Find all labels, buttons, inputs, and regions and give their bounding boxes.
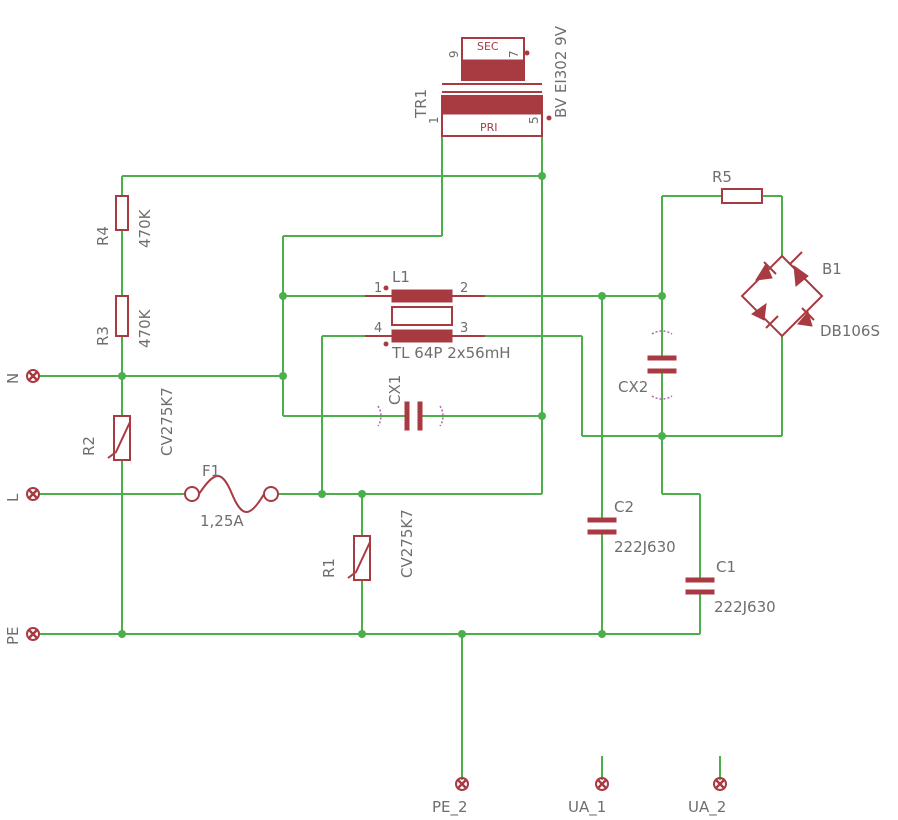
junctions <box>118 172 666 638</box>
bridge-rectifier-b1[interactable] <box>740 251 824 338</box>
label-r2: R2 <box>80 436 98 456</box>
label-tr-pri: PRI <box>480 121 498 134</box>
label-c1-value: 222J630 <box>714 598 776 616</box>
capacitor-c1[interactable] <box>685 577 715 595</box>
label-tr-pin7: 7 <box>507 50 521 58</box>
varistor-r1[interactable] <box>347 535 371 581</box>
label-r1: R1 <box>320 558 338 578</box>
label-l1-pin4: 4 <box>374 321 382 336</box>
label-c1: C1 <box>716 558 736 576</box>
junction-dot <box>358 630 366 638</box>
label-l1-pin1: 1 <box>374 281 382 296</box>
label-tr-pin9: 9 <box>447 50 461 58</box>
label-c2: C2 <box>614 498 634 516</box>
junction-dot <box>538 412 546 420</box>
label-tr-pin1: 1 <box>427 116 441 124</box>
resistor-r3[interactable] <box>115 295 129 337</box>
label-tr-sec: SEC <box>477 40 499 53</box>
junction-dot <box>598 292 606 300</box>
label-r4: R4 <box>94 226 112 246</box>
junction-dot <box>538 172 546 180</box>
connector-pe2[interactable] <box>455 777 469 791</box>
label-l1: L1 <box>392 268 410 286</box>
label-f1: F1 <box>202 462 220 480</box>
resistor-r5[interactable] <box>721 188 763 204</box>
junction-dot <box>458 630 466 638</box>
label-r3: R3 <box>94 326 112 346</box>
wires <box>38 126 783 780</box>
capacitor-c2[interactable] <box>587 517 617 535</box>
connector-ua2[interactable] <box>713 777 727 791</box>
label-b1: B1 <box>822 260 842 278</box>
label-tr1: TR1 <box>412 89 430 119</box>
label-r3-value: 470K <box>136 308 154 348</box>
connector-l[interactable] <box>26 487 40 501</box>
label-f1-value: 1,25A <box>200 512 244 530</box>
junction-dot <box>118 630 126 638</box>
label-ua2: UA_2 <box>688 798 726 817</box>
junction-dot <box>279 292 287 300</box>
choke-l1[interactable] <box>365 285 485 347</box>
label-ua1: UA_1 <box>568 798 606 817</box>
varistor-r2[interactable] <box>107 415 131 461</box>
capacitor-cx2[interactable] <box>647 330 677 400</box>
label-cx1: CX1 <box>386 375 404 405</box>
label-cx2: CX2 <box>618 378 648 396</box>
junction-dot <box>598 630 606 638</box>
label-tr-pin5: 5 <box>527 116 541 124</box>
label-r2-value: CV275K7 <box>158 387 176 456</box>
connector-ua1[interactable] <box>595 777 609 791</box>
junction-dot <box>279 372 287 380</box>
label-pe2: PE_2 <box>432 798 468 817</box>
label-l: L <box>4 493 22 502</box>
junction-dot <box>118 372 126 380</box>
label-pe: PE <box>4 626 22 645</box>
junction-dot <box>658 432 666 440</box>
junction-dot <box>318 490 326 498</box>
junction-dot <box>658 292 666 300</box>
label-l1-pin2: 2 <box>460 281 468 296</box>
label-tr1-value: BV EI302 9V <box>552 25 570 118</box>
label-b1-value: DB106S <box>820 322 880 340</box>
capacitor-cx1[interactable] <box>377 401 444 431</box>
label-c2-value: 222J630 <box>614 538 676 556</box>
resistor-r4[interactable] <box>115 195 129 231</box>
label-l1-value: TL 64P 2x56mH <box>391 344 511 362</box>
label-r1-value: CV275K7 <box>398 509 416 578</box>
label-n: N <box>4 373 22 384</box>
junction-dot <box>358 490 366 498</box>
fuse-f1[interactable] <box>184 475 279 513</box>
connector-pe[interactable] <box>26 627 40 641</box>
label-l1-pin3: 3 <box>460 321 468 336</box>
label-r5: R5 <box>712 168 732 186</box>
label-r4-value: 470K <box>136 208 154 248</box>
transformer-tr1[interactable] <box>441 37 552 137</box>
connector-n[interactable] <box>26 369 40 383</box>
